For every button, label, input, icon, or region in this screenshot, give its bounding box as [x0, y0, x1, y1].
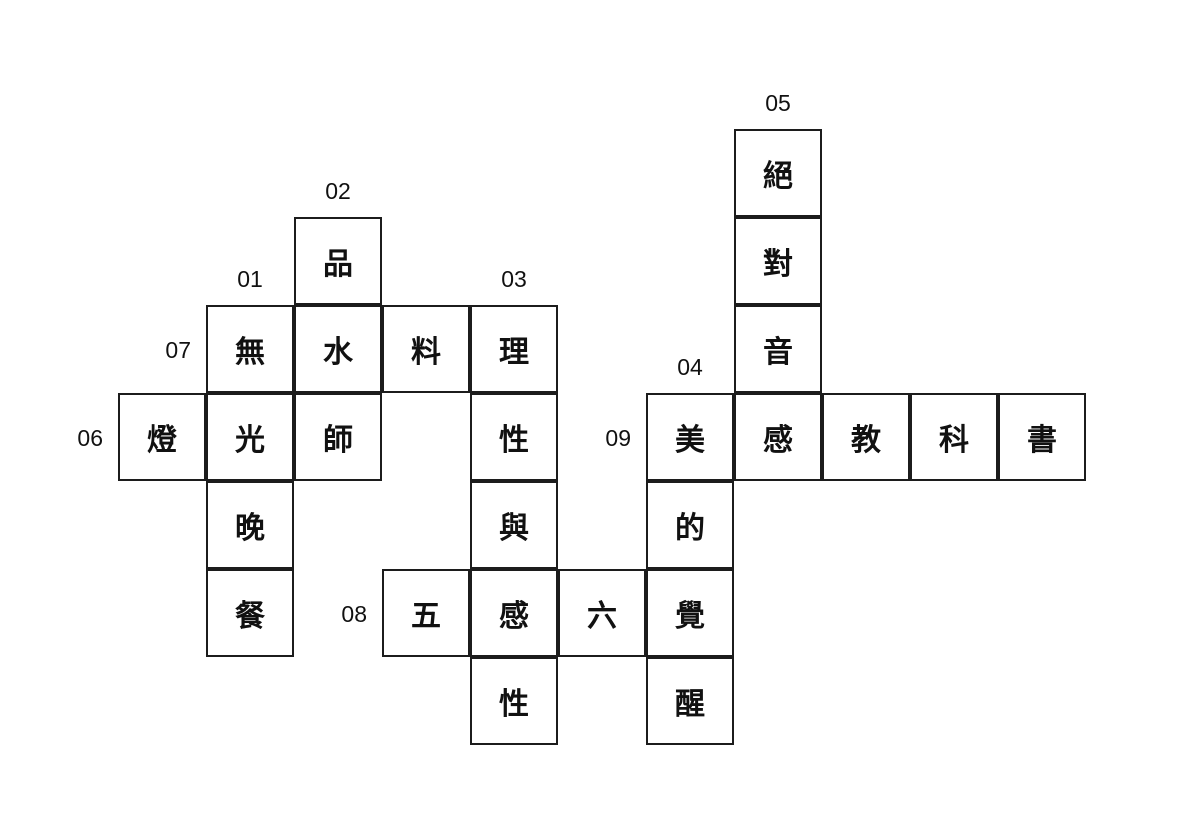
- crossword-cell[interactable]: 水: [294, 305, 382, 393]
- crossword-cell[interactable]: 美: [646, 393, 734, 481]
- crossword-cell[interactable]: 的: [646, 481, 734, 569]
- crossword-cell[interactable]: 書: [998, 393, 1086, 481]
- clue-number-label: 09: [605, 425, 631, 451]
- crossword-cell[interactable]: 料: [382, 305, 470, 393]
- crossword-cell[interactable]: 晚: [206, 481, 294, 569]
- crossword-cell[interactable]: 師: [294, 393, 382, 481]
- crossword-cell[interactable]: 絕: [734, 129, 822, 217]
- clue-number-label: 03: [501, 266, 527, 292]
- crossword-cell[interactable]: 音: [734, 305, 822, 393]
- clue-number-label: 06: [77, 425, 103, 451]
- crossword-cell[interactable]: 五: [382, 569, 470, 657]
- crossword-cell[interactable]: 餐: [206, 569, 294, 657]
- clue-number-label: 02: [325, 178, 351, 204]
- crossword-cell[interactable]: 六: [558, 569, 646, 657]
- crossword-cell[interactable]: 性: [470, 393, 558, 481]
- crossword-cell[interactable]: 感: [734, 393, 822, 481]
- clue-number-label: 05: [765, 90, 791, 116]
- crossword-cell[interactable]: 教: [822, 393, 910, 481]
- clue-number-label: 04: [677, 354, 703, 380]
- crossword-cell[interactable]: 無: [206, 305, 294, 393]
- crossword-cell[interactable]: 燈: [118, 393, 206, 481]
- crossword-cell[interactable]: 性: [470, 657, 558, 745]
- crossword-cell[interactable]: 光: [206, 393, 294, 481]
- crossword-cell[interactable]: 理: [470, 305, 558, 393]
- clue-number-label: 07: [165, 337, 191, 363]
- crossword-cell[interactable]: 品: [294, 217, 382, 305]
- crossword-cell[interactable]: 與: [470, 481, 558, 569]
- clue-number-label: 08: [341, 601, 367, 627]
- crossword-cell[interactable]: 覺: [646, 569, 734, 657]
- crossword-cell[interactable]: 科: [910, 393, 998, 481]
- crossword-cell[interactable]: 醒: [646, 657, 734, 745]
- crossword-cell[interactable]: 對: [734, 217, 822, 305]
- crossword-cell[interactable]: 感: [470, 569, 558, 657]
- clue-number-label: 01: [237, 266, 263, 292]
